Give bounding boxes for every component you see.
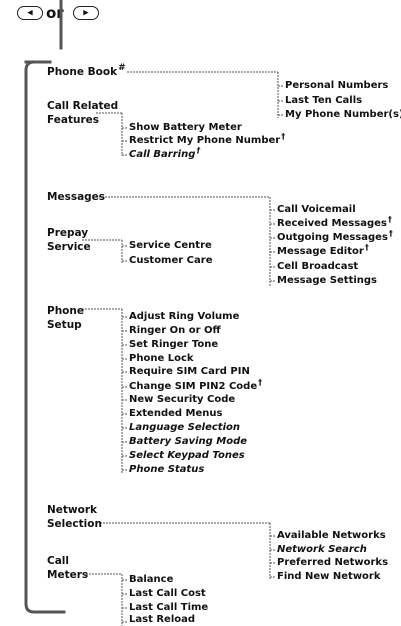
submenu-item[interactable]: Phone Lock xyxy=(129,353,194,364)
menu-phone-book[interactable]: Phone Book# xyxy=(47,63,126,78)
submenu-item[interactable]: Battery Saving Mode xyxy=(129,436,248,447)
submenu-item[interactable]: Ringer On or Off xyxy=(129,325,221,336)
submenu-item[interactable]: Language Selection xyxy=(129,422,241,433)
submenu-item[interactable]: Last Reload xyxy=(129,614,196,625)
submenu-item[interactable]: Balance xyxy=(129,574,174,585)
submenu-item[interactable]: Message Settings xyxy=(277,275,378,286)
submenu-item[interactable]: Preferred Networks xyxy=(277,557,389,568)
menu-messages[interactable]: Messages xyxy=(47,191,106,203)
submenu-item[interactable]: Network Search xyxy=(277,544,367,555)
left-arrow-key-icon: ◀ xyxy=(17,6,43,20)
submenu-item[interactable]: Adjust Ring Volume xyxy=(129,311,240,322)
submenu-item[interactable]: Outgoing Messages† xyxy=(277,229,393,243)
submenu-item[interactable]: Service Centre xyxy=(129,240,212,251)
submenu-item[interactable]: Change SIM PIN2 Code† xyxy=(129,378,263,392)
submenu-item[interactable]: Message Editor† xyxy=(277,243,369,257)
right-arrow-key-icon: ▶ xyxy=(73,6,99,20)
submenu-item[interactable]: Customer Care xyxy=(129,255,213,266)
submenu-item[interactable]: Call Barring† xyxy=(129,146,201,160)
submenu-item[interactable]: Restrict My Phone Number† xyxy=(129,132,286,146)
submenu-item[interactable]: Last Ten Calls xyxy=(285,95,363,106)
or-text: or xyxy=(46,4,64,22)
submenu-item[interactable]: Show Battery Meter xyxy=(129,122,242,133)
submenu-item[interactable]: Set Ringer Tone xyxy=(129,339,219,350)
submenu-item[interactable]: Require SIM Card PIN xyxy=(129,366,250,377)
submenu-item[interactable]: Last Call Time xyxy=(129,602,209,613)
submenu-item[interactable]: New Security Code xyxy=(129,394,236,405)
submenu-item[interactable]: Personal Numbers xyxy=(285,80,389,91)
submenu-item[interactable]: Phone Status xyxy=(129,464,205,475)
submenu-item[interactable]: My Phone Number(s) xyxy=(285,109,401,120)
submenu-item[interactable]: Call Voicemail xyxy=(277,204,356,215)
submenu-item[interactable]: Find New Network xyxy=(277,571,381,582)
submenu-item[interactable]: Select Keypad Tones xyxy=(129,450,245,461)
submenu-item[interactable]: Received Messages† xyxy=(277,215,392,229)
submenu-item[interactable]: Extended Menus xyxy=(129,408,223,419)
submenu-item[interactable]: Available Networks xyxy=(277,530,386,541)
submenu-item[interactable]: Last Call Cost xyxy=(129,588,206,599)
submenu-item[interactable]: Cell Broadcast xyxy=(277,261,359,272)
